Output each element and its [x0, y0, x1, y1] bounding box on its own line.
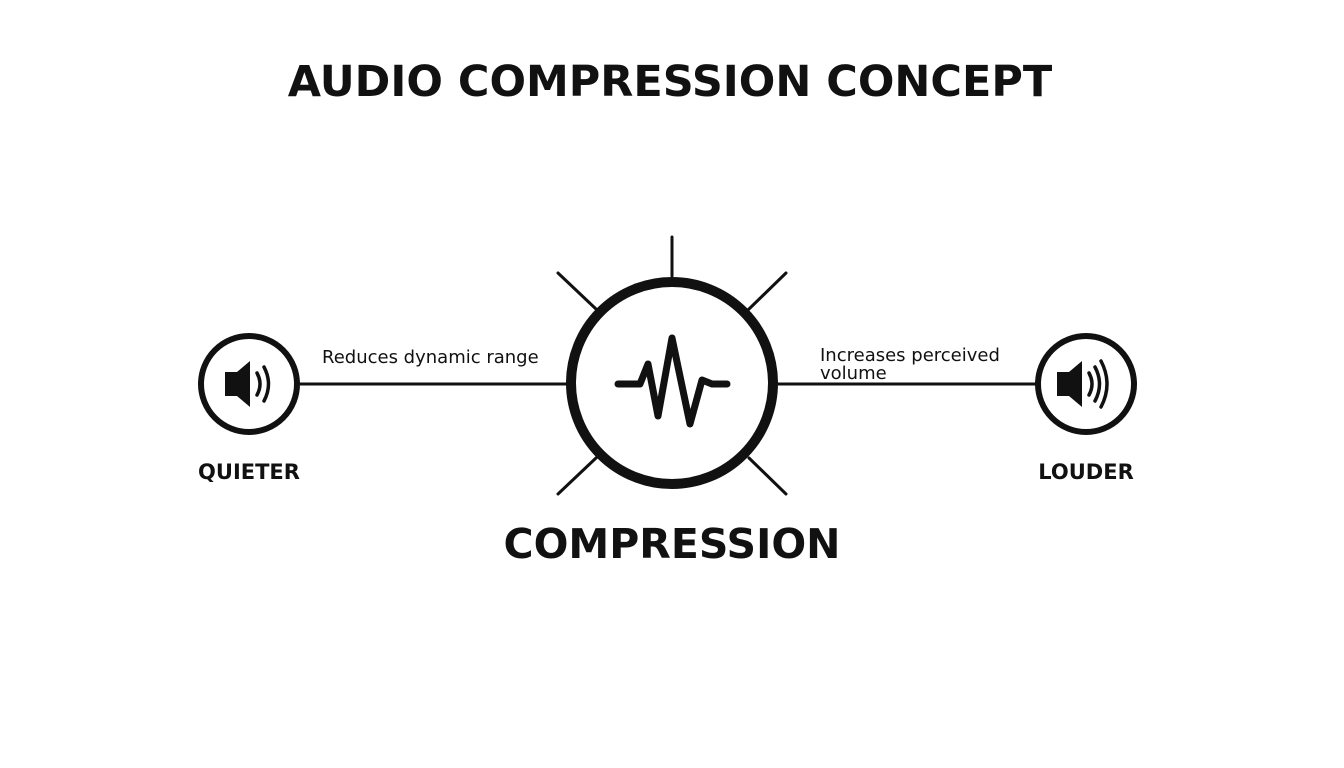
edge-label-right-line2: volume	[820, 363, 887, 384]
edge-label-right-line1: Increases perceived	[820, 345, 1000, 366]
node-compression-ring	[566, 277, 778, 489]
node-quieter-label: QUIETER	[198, 460, 300, 484]
node-quieter	[198, 333, 300, 435]
edge-label-left: Reduces dynamic range	[322, 347, 539, 368]
speaker-quiet-icon	[225, 361, 271, 407]
diagram-title: AUDIO COMPRESSION CONCEPT	[288, 57, 1053, 107]
speaker-loud-icon	[1057, 359, 1109, 409]
ray-bottom-left	[556, 456, 598, 496]
node-compression-label: COMPRESSION	[503, 520, 840, 568]
waveform-icon	[614, 334, 731, 428]
ray-top-right	[747, 271, 788, 311]
ray-lines	[556, 235, 788, 496]
node-louder	[1035, 333, 1137, 435]
node-compression	[556, 235, 788, 496]
node-louder-ring	[1035, 333, 1137, 435]
ray-bottom-right	[747, 456, 788, 496]
node-louder-label: LOUDER	[1038, 460, 1133, 484]
ray-top-left	[556, 271, 598, 311]
